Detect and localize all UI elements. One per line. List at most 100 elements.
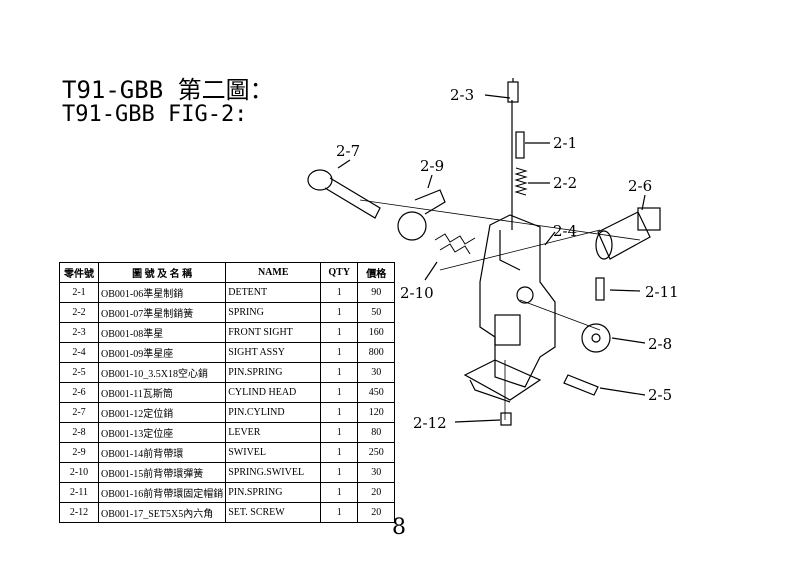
leader-2-9 (427, 174, 433, 189)
label-2-11: 2-11 (645, 283, 679, 301)
cell-price: 80 (357, 422, 396, 443)
col-name: NAME (225, 262, 322, 283)
cell-part-no: 2-11 (59, 482, 99, 503)
col-part-no: 零件號 (59, 262, 99, 283)
cell-qty: 1 (320, 322, 359, 343)
cell-qty: 1 (320, 422, 359, 443)
cell-name: PIN.SPRING (225, 482, 322, 503)
page-title-en: T91-GBB FIG-2: (62, 102, 248, 127)
cell-name: SWIVEL (225, 442, 322, 463)
cell-qty: 1 (320, 502, 359, 523)
cell-price: 20 (357, 482, 396, 503)
page-number: 8 (392, 515, 406, 540)
part-swivel (397, 189, 446, 241)
part-base (463, 359, 542, 401)
cell-code-name: OB001-12定位銷 (97, 402, 227, 423)
label-2-10: 2-10 (400, 284, 434, 302)
part-set-screw (500, 412, 512, 426)
cell-name: SPRING.SWIVEL (225, 462, 322, 483)
part-pin-spring-11 (595, 277, 605, 301)
cell-qty: 1 (320, 362, 359, 383)
cell-part-no: 2-7 (59, 402, 99, 423)
cell-name: SIGHT ASSY (225, 342, 322, 363)
cell-part-no: 2-3 (59, 322, 99, 343)
cell-price: 120 (357, 402, 396, 423)
cell-part-no: 2-10 (59, 462, 99, 483)
label-2-8: 2-8 (648, 335, 672, 353)
cell-price: 450 (357, 382, 396, 403)
cell-qty: 1 (320, 402, 359, 423)
part-cylinder-head (595, 207, 661, 260)
cell-code-name: OB001-13定位座 (97, 422, 227, 443)
leader-2-8 (611, 337, 646, 344)
cell-code-name: OB001-08準星 (97, 322, 227, 343)
label-2-1: 2-1 (553, 134, 577, 152)
cell-qty: 1 (320, 302, 359, 323)
part-pin-spring-5 (563, 374, 599, 396)
leader-2-4 (544, 231, 556, 246)
cell-qty: 1 (320, 282, 359, 303)
cell-code-name: OB001-16前背帶環固定帽銷 (97, 482, 227, 503)
label-2-2: 2-2 (553, 174, 577, 192)
cell-price: 160 (357, 322, 396, 343)
part-pin-cylinder (307, 169, 381, 219)
leader-2-10 (424, 261, 438, 281)
label-2-6: 2-6 (628, 177, 652, 195)
cell-code-name: OB001-11瓦斯筒 (97, 382, 227, 403)
cell-code-name: OB001-17_SET5X5內六角 (97, 502, 227, 523)
table-header-row: 零件號 圖 號 及 名 稱 NAME QTY 價格 (59, 262, 396, 283)
cell-qty: 1 (320, 382, 359, 403)
leader-2-5 (599, 387, 646, 396)
cell-part-no: 2-12 (59, 502, 99, 523)
cell-name: DETENT (225, 282, 322, 303)
label-2-4: 2-4 (553, 222, 577, 240)
leader-2-3 (484, 94, 511, 99)
label-2-12: 2-12 (413, 414, 447, 432)
cell-name: LEVER (225, 422, 322, 443)
part-sight-assy (479, 214, 556, 388)
cell-code-name: OB001-15前背帶環彈簧 (97, 462, 227, 483)
cell-code-name: OB001-09準星座 (97, 342, 227, 363)
cell-name: FRONT SIGHT (225, 322, 322, 343)
leader-2-7 (337, 159, 351, 169)
cell-qty: 1 (320, 482, 359, 503)
cell-price: 50 (357, 302, 396, 323)
cell-price: 250 (357, 442, 396, 463)
cell-price: 20 (357, 502, 396, 523)
cell-code-name: OB001-07準星制銷簧 (97, 302, 227, 323)
cell-code-name: OB001-10_3.5X18空心銷 (97, 362, 227, 383)
page-title-cn: T91-GBB 第二圖： (62, 76, 274, 104)
label-2-3: 2-3 (450, 86, 474, 104)
cell-qty: 1 (320, 342, 359, 363)
cell-price: 30 (357, 462, 396, 483)
cell-name: PIN.SPRING (225, 362, 322, 383)
cell-part-no: 2-9 (59, 442, 99, 463)
part-front-sight (507, 78, 519, 103)
cell-part-no: 2-4 (59, 342, 99, 363)
leader-2-12 (454, 419, 501, 423)
cell-part-no: 2-8 (59, 422, 99, 443)
cell-part-no: 2-2 (59, 302, 99, 323)
cell-name: CYLIND HEAD (225, 382, 322, 403)
cell-code-name: OB001-06準星制銷 (97, 282, 227, 303)
cell-part-no: 2-1 (59, 282, 99, 303)
cell-price: 30 (357, 362, 396, 383)
col-qty: QTY (320, 262, 359, 283)
label-2-5: 2-5 (648, 386, 672, 404)
part-spring (514, 167, 528, 196)
cell-code-name: OB001-14前背帶環 (97, 442, 227, 463)
part-lever (581, 323, 611, 353)
